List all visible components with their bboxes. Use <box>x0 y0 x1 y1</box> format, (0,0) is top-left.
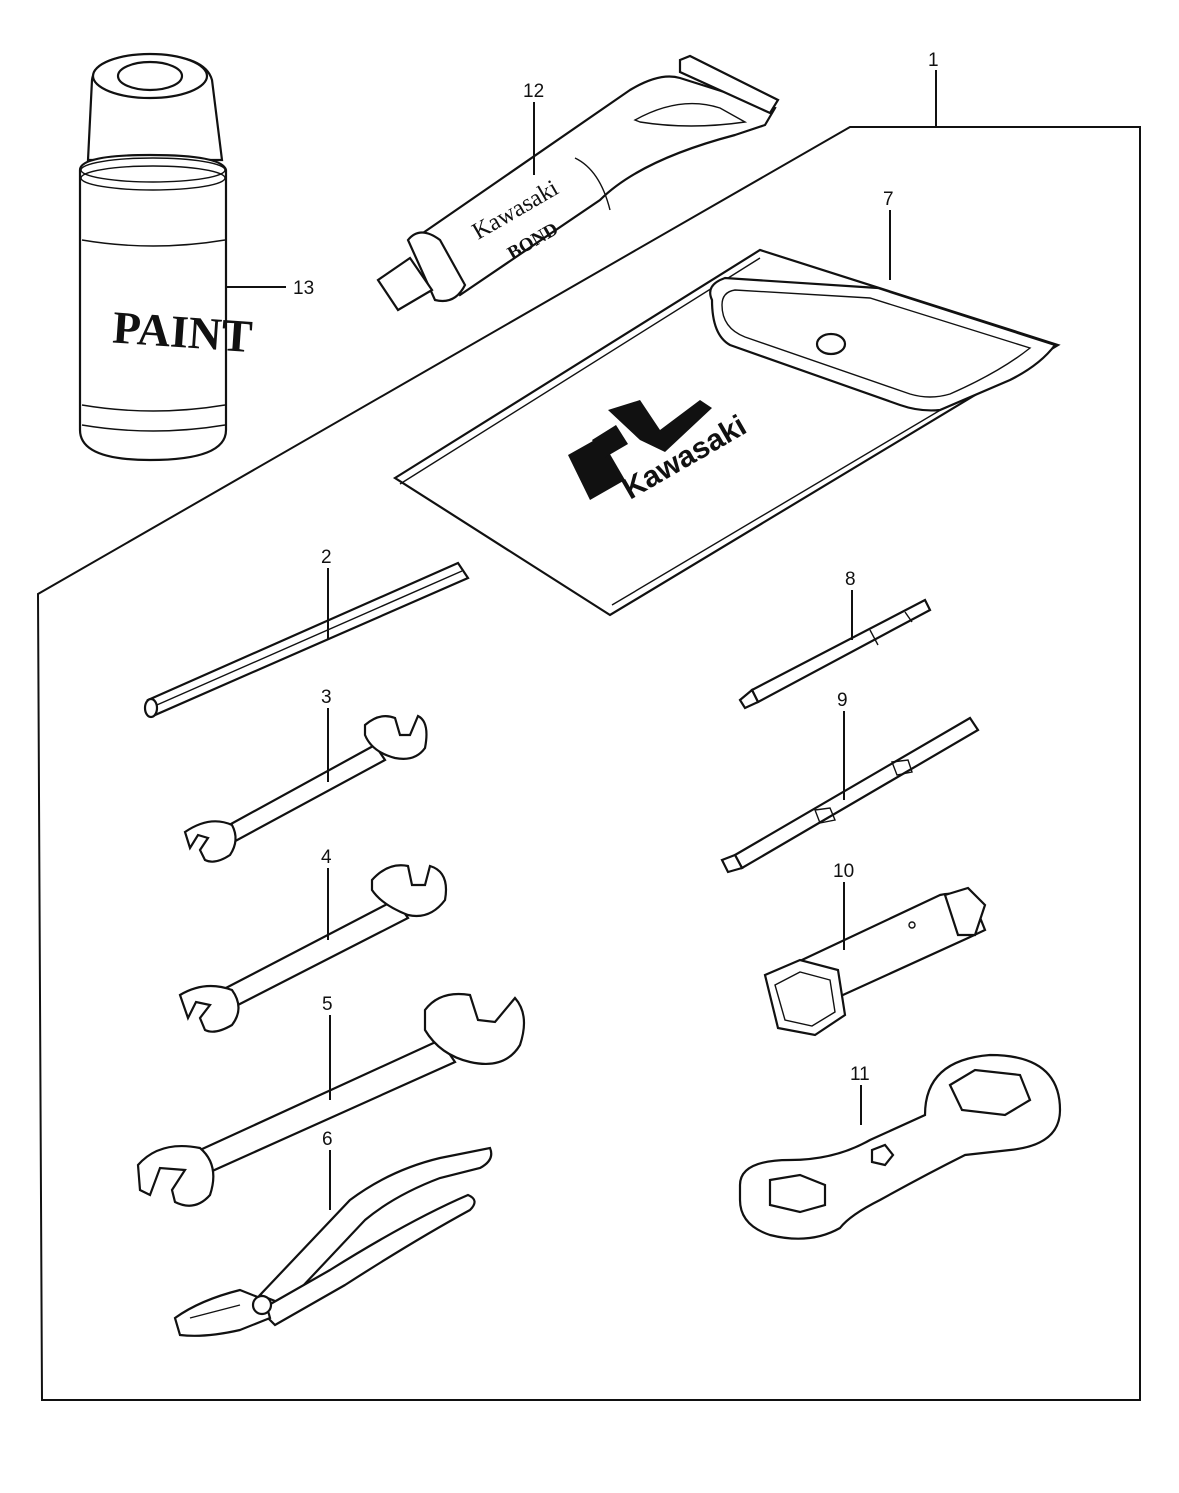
callout-7: 7 <box>883 189 894 210</box>
callout-5: 5 <box>322 994 333 1015</box>
wrench-medium <box>178 864 448 1033</box>
callout-6: 6 <box>322 1129 333 1150</box>
tool-pouch: Kawasaki <box>392 248 1061 617</box>
callout-9: 9 <box>837 690 848 711</box>
bond-tube: Kawasaki BOND <box>376 54 780 312</box>
screwdriver-handle <box>720 716 980 874</box>
callouts: 1 2 3 4 5 6 7 8 9 10 11 12 13 <box>226 50 939 1210</box>
hex-box-wrench <box>738 1053 1062 1240</box>
callout-3: 3 <box>321 687 332 708</box>
hex-rod <box>143 561 470 719</box>
kit-enclosure-outline <box>36 126 1141 1401</box>
spark-plug-wrench <box>763 886 987 1037</box>
callout-2: 2 <box>321 547 332 568</box>
callout-11: 11 <box>850 1064 870 1085</box>
callout-12: 12 <box>523 81 544 102</box>
wrench-large <box>136 992 526 1207</box>
paint-can-label: PAINT <box>111 301 254 362</box>
screwdriver-bit <box>738 598 932 710</box>
callout-4: 4 <box>321 847 332 868</box>
kawasaki-logo-icon <box>568 400 712 500</box>
paint-can: PAINT <box>78 52 254 462</box>
callout-13: 13 <box>293 278 314 299</box>
callout-1: 1 <box>928 50 939 71</box>
wrench-small <box>183 714 428 863</box>
callout-8: 8 <box>845 569 856 590</box>
pliers <box>173 1146 493 1337</box>
callout-10: 10 <box>833 861 854 882</box>
